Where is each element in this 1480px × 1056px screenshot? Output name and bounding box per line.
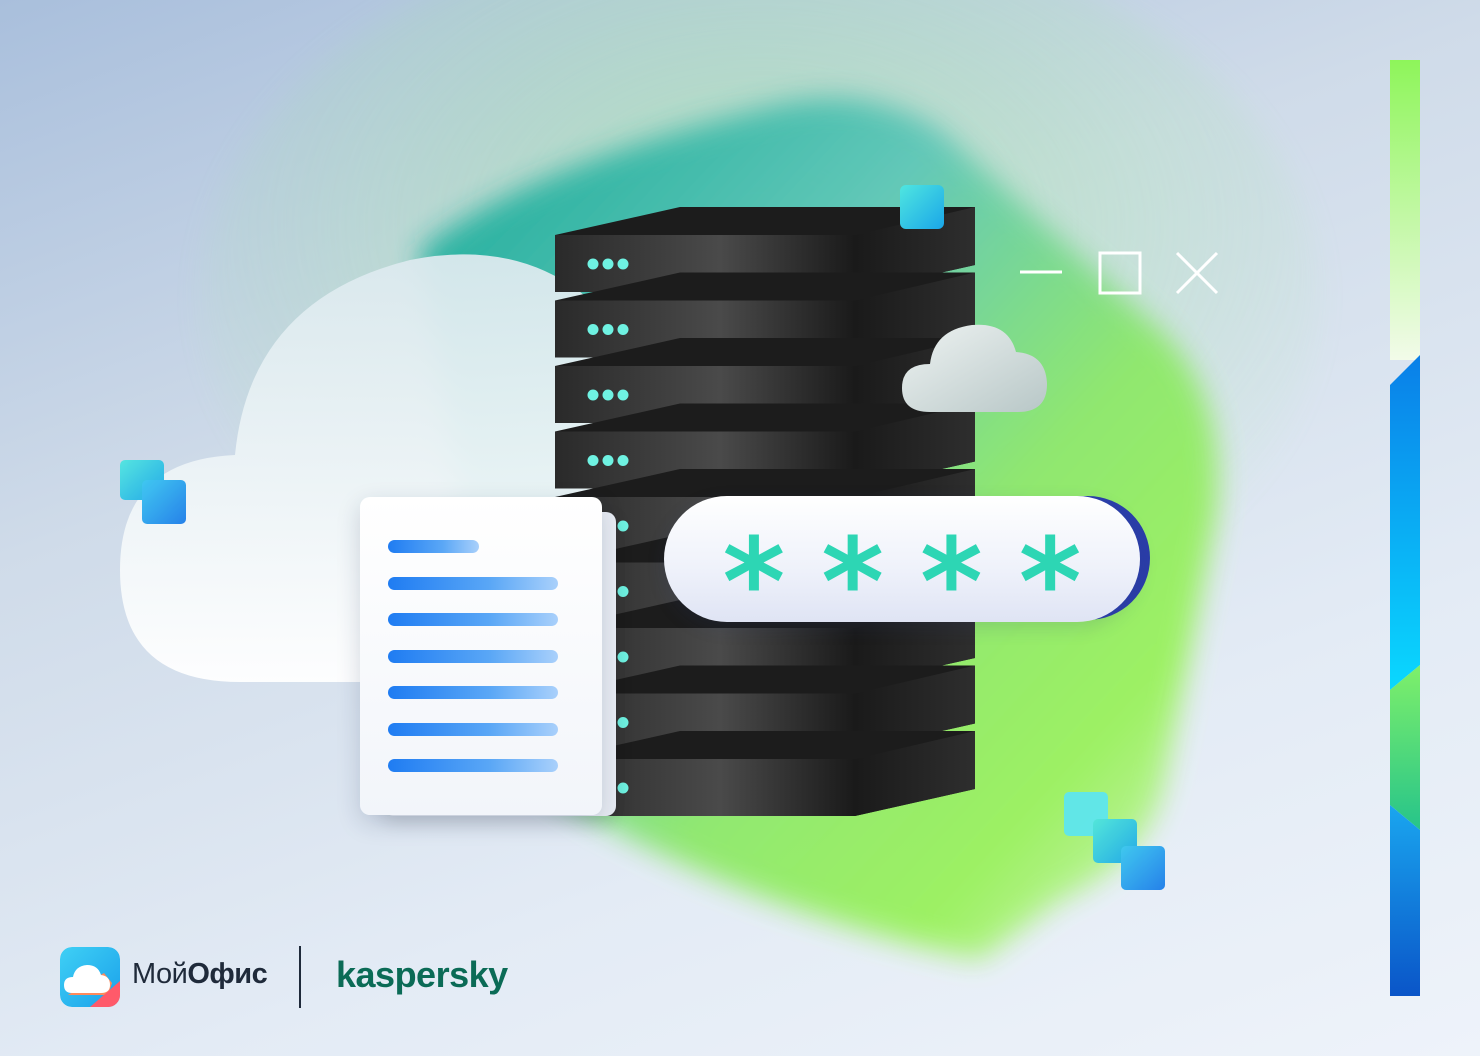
small-cloud [902, 324, 1047, 412]
partner-logo: kaspersky [336, 954, 508, 995]
brand-divider [299, 946, 301, 1008]
close-icon[interactable] [1174, 250, 1220, 296]
small-teal-square [900, 185, 944, 229]
document-line [388, 577, 558, 590]
right-squares-decor [1064, 792, 1165, 890]
password-field[interactable]: * * * * [664, 496, 1140, 653]
document-icon [360, 497, 602, 815]
server-unit [555, 272, 975, 358]
myoffice-cloud-logo-icon [60, 947, 120, 1007]
document-line [388, 686, 558, 699]
document-line [388, 613, 558, 626]
password-mask-char: * [920, 514, 983, 653]
minimize-icon[interactable] [1018, 250, 1064, 296]
document-line [388, 650, 558, 663]
left-squares-decor [120, 460, 186, 524]
document-line [388, 540, 479, 553]
document-line [388, 759, 558, 772]
side-gradient-bar [1390, 60, 1420, 996]
server-unit [555, 403, 975, 489]
password-mask-char: * [821, 514, 884, 653]
document-line [388, 723, 558, 736]
maximize-icon[interactable] [1098, 250, 1144, 296]
password-mask-char: * [1018, 514, 1082, 653]
brand-name-bold: Офис [187, 958, 268, 990]
password-mask-char: * [722, 514, 786, 653]
server-unit [555, 207, 975, 292]
brand-name-regular: Мой [132, 958, 188, 990]
brand-name: МойОфис [132, 958, 268, 991]
